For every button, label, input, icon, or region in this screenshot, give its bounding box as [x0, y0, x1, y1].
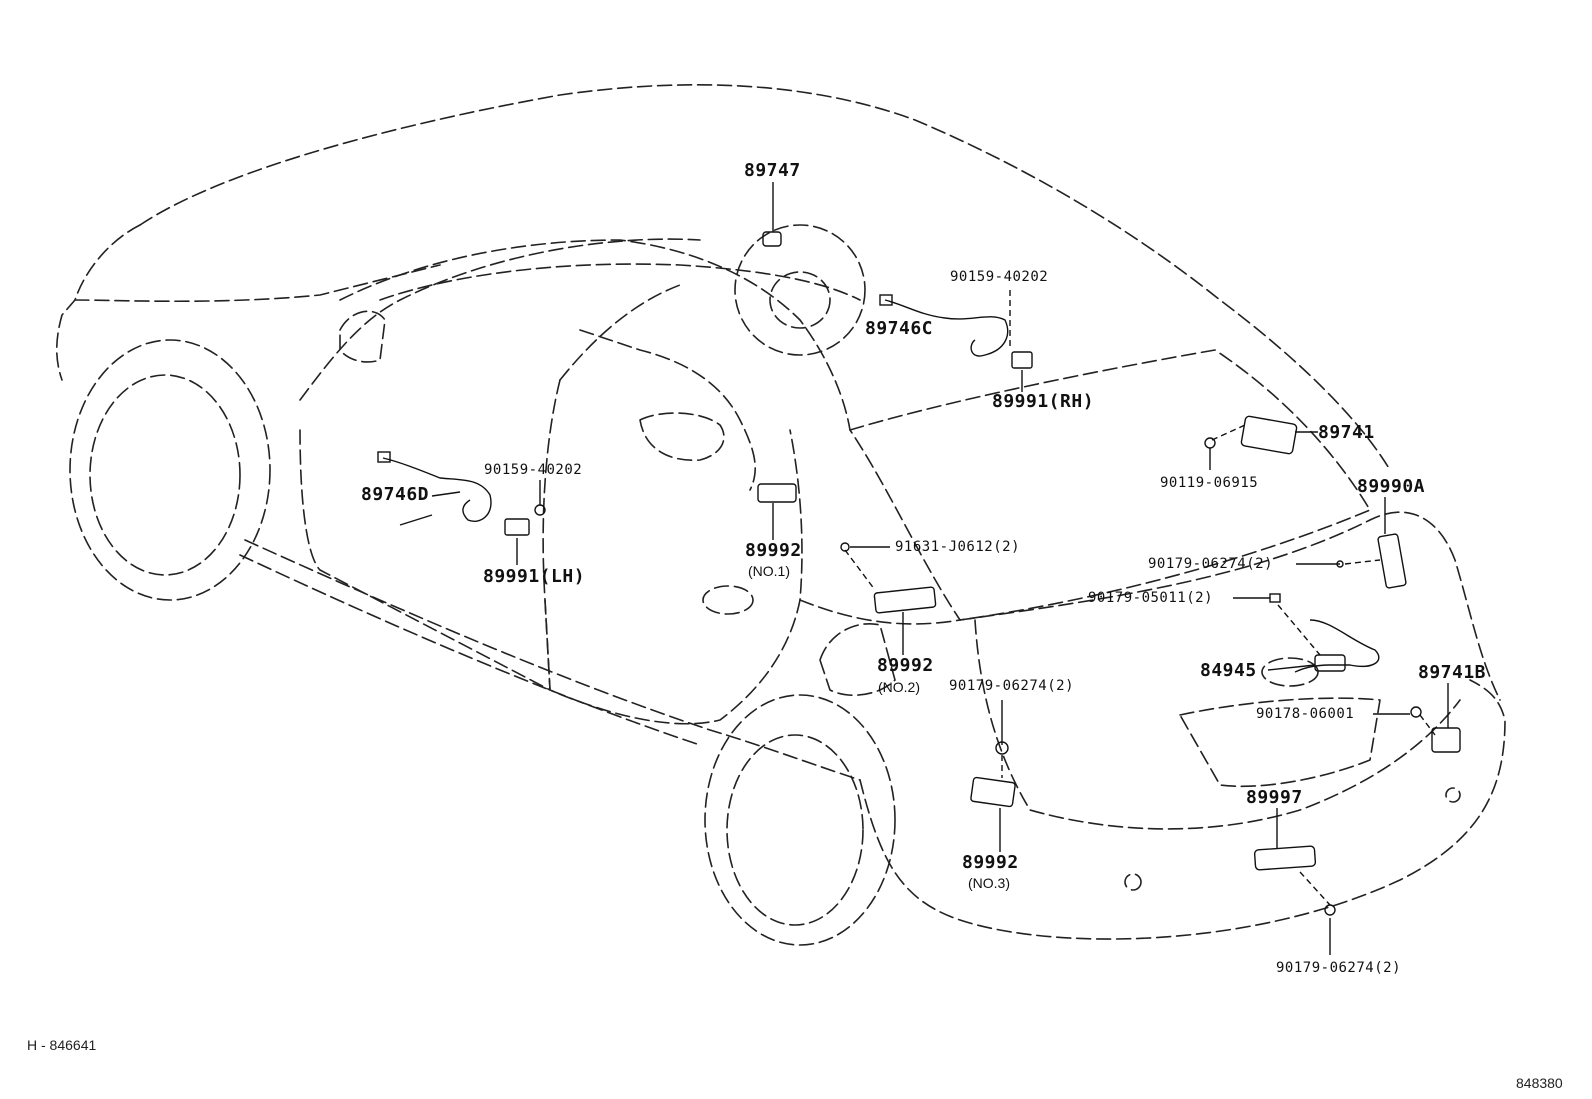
- car-hood-outline: [56, 224, 141, 381]
- part-89746c-label[interactable]: 89746C: [865, 318, 934, 339]
- car-trunk-lid: [1179, 697, 1381, 788]
- part-89990a-label[interactable]: 89990A: [1357, 476, 1426, 497]
- car-rear-window: [849, 349, 1371, 621]
- car-windshield: [339, 239, 851, 431]
- part-90179-06274-a-label[interactable]: 90179-06274(2): [1148, 556, 1274, 572]
- part-89992-no2-label[interactable]: 89992: [877, 655, 934, 676]
- part-90119-06915-label[interactable]: 90119-06915: [1160, 475, 1259, 491]
- fuel-door: [819, 623, 896, 696]
- rear-wheel: [726, 734, 864, 926]
- door-handle: [702, 585, 754, 615]
- part-89741b-label[interactable]: 89741B: [1418, 662, 1487, 683]
- part-89746d-label[interactable]: 89746D: [361, 484, 430, 505]
- car-trunk-edge: [974, 619, 1461, 830]
- part-84945-label[interactable]: 84945: [1200, 660, 1257, 681]
- part-89991-lh-label[interactable]: 89991(LH): [483, 566, 586, 587]
- part-89747-label[interactable]: 89747: [744, 160, 801, 181]
- part-90179-06274-b-label[interactable]: 90179-06274(2): [949, 678, 1075, 694]
- part-90179-05011-label[interactable]: 90179-05011(2): [1088, 590, 1214, 606]
- center-console: [579, 329, 756, 491]
- front-wheel-arch: [69, 339, 271, 601]
- car-rear-deck: [959, 511, 1501, 701]
- part-91631-j0612-label[interactable]: 91631-J0612(2): [895, 539, 1021, 555]
- part-89741-label[interactable]: 89741: [1318, 422, 1375, 443]
- part-89991-rh-label[interactable]: 89991(RH): [992, 391, 1095, 412]
- gear-shift: [639, 412, 725, 461]
- car-roof-left-rail: [299, 238, 701, 401]
- part-89992-no1-label[interactable]: 89992: [745, 540, 802, 561]
- car-rear-quarter: [799, 599, 961, 625]
- rear-emblem: [1261, 657, 1319, 687]
- part-89992-no2-note: (NO.2): [878, 679, 920, 695]
- steering-hub: [769, 271, 831, 329]
- part-89992-no3-note: (NO.3): [968, 875, 1010, 891]
- diagram-ref-left: H - 846641: [27, 1037, 97, 1053]
- dashboard-line: [379, 263, 861, 301]
- front-wheel: [89, 374, 241, 576]
- rear-wheel-arch: [704, 694, 896, 946]
- car-roof-outline: [139, 84, 1391, 471]
- part-90179-06274-c-label[interactable]: 90179-06274(2): [1276, 960, 1402, 976]
- steering-wheel: [734, 224, 866, 356]
- part-89992-no1-note: (NO.1): [748, 563, 790, 579]
- car-door-rear: [544, 429, 803, 725]
- part-90159-40202-rh-label[interactable]: 90159-40202: [950, 269, 1049, 285]
- part-89992-no3-label[interactable]: 89992: [962, 852, 1019, 873]
- diagram-ref-right: 848380: [1516, 1075, 1563, 1091]
- parking-sensor-1: [1124, 873, 1142, 891]
- part-90159-40202-lh-label[interactable]: 90159-40202: [484, 462, 583, 478]
- car-rear-bumper: [859, 679, 1506, 940]
- part-90178-06001-label[interactable]: 90178-06001: [1256, 706, 1355, 722]
- part-89997-label[interactable]: 89997: [1246, 787, 1303, 808]
- car-b-pillar: [559, 284, 681, 381]
- car-lower-body: [239, 554, 701, 746]
- side-mirror: [339, 310, 386, 363]
- parking-sensor-2: [1445, 787, 1461, 803]
- car-front-outline: [74, 264, 441, 303]
